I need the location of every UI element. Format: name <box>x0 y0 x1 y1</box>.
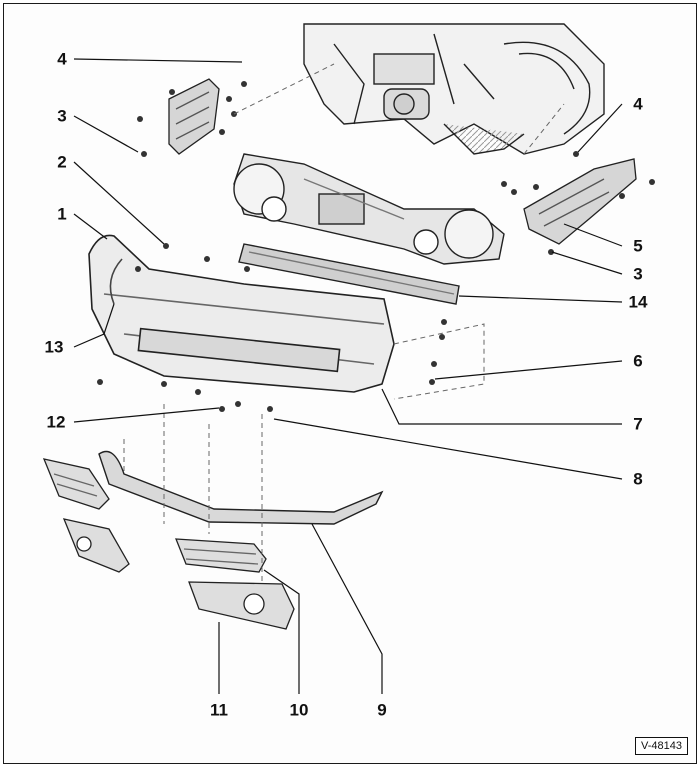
callout-11: 11 <box>210 700 228 720</box>
alignment-guides <box>123 63 565 584</box>
callout-3-left: 3 <box>57 106 67 126</box>
callout-13: 13 <box>44 337 64 357</box>
bumper-fasteners <box>97 243 447 412</box>
lower-spoiler <box>98 450 384 525</box>
diagram-frame: 4 3 2 1 13 12 4 5 3 14 6 7 8 11 10 9 V-4… <box>3 3 697 764</box>
callout-9: 9 <box>377 700 387 720</box>
callout-5: 5 <box>633 236 643 256</box>
callout-10: 10 <box>289 700 309 720</box>
headlight-carrier-frame <box>233 153 505 265</box>
callout-12: 12 <box>46 412 66 432</box>
grille-lower-left <box>62 518 130 573</box>
vehicle-body-section <box>303 23 605 155</box>
callout-8: 8 <box>633 469 643 489</box>
callout-2: 2 <box>57 152 67 172</box>
grille-fog-lamp <box>188 581 295 630</box>
callout-6: 6 <box>633 351 643 371</box>
leader-lines <box>73 58 623 694</box>
mounting-bracket-left <box>168 78 220 155</box>
figure-reference-code: V-48143 <box>635 737 688 755</box>
grille-center <box>175 538 267 573</box>
screws-left-bracket <box>137 81 247 157</box>
bumper-cover <box>88 234 395 393</box>
callout-1: 1 <box>57 204 67 224</box>
callout-7: 7 <box>633 414 643 434</box>
screws-right-bracket <box>501 151 655 255</box>
exploded-bumper-drawing <box>42 23 655 694</box>
callout-3-right: 3 <box>633 264 643 284</box>
grille-upper-left <box>42 458 110 510</box>
callout-14: 14 <box>628 292 648 312</box>
mounting-bracket-right <box>523 158 637 245</box>
callout-4-left: 4 <box>57 49 67 69</box>
callout-4-right: 4 <box>633 94 643 114</box>
bumper-reinforcement-bar <box>238 243 460 305</box>
